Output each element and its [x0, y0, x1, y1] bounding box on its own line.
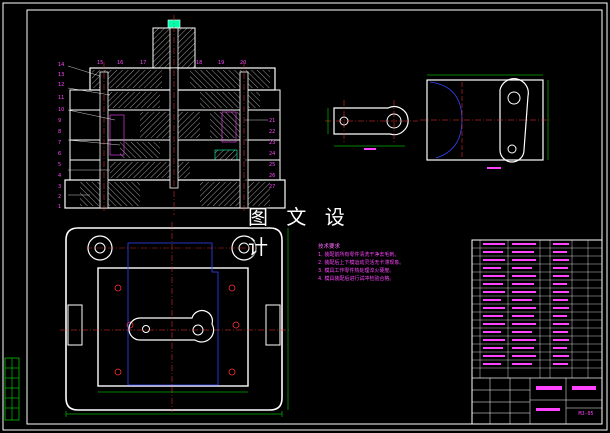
part-number-left-9: 5: [58, 162, 61, 168]
inner-border: [26, 9, 603, 425]
part-number-top-1: 16: [117, 60, 123, 66]
part-number-left-5: 9: [58, 118, 61, 124]
part-number-left-4: 10: [58, 107, 64, 113]
part-number-left-13: 1: [58, 204, 61, 210]
part-number-left-12: 2: [58, 194, 61, 200]
technical-note-item: 2. 装配后上下模运动灵活无卡滞现象。: [318, 260, 405, 266]
part-number-top-2: 17: [140, 60, 146, 66]
part-number-left-3: 11: [58, 95, 64, 101]
part-number-left-0: 14: [58, 62, 64, 68]
part-number-left-11: 3: [58, 184, 61, 190]
part-number-top-5: 20: [240, 60, 246, 66]
part-number-left-10: 4: [58, 173, 61, 179]
part-number-left-2: 12: [58, 82, 64, 88]
part-number-left-6: 8: [58, 129, 61, 135]
part-number-top-0: 15: [97, 60, 103, 66]
bill-of-materials: [471, 239, 603, 425]
part-number-right-4: 25: [269, 162, 275, 168]
part-detail-view: [325, 100, 418, 150]
part-number-right-1: 22: [269, 129, 275, 135]
part-number-right-6: 27: [269, 184, 275, 190]
technical-note-item: 4. 模具装配后进行试冲检验合格。: [318, 276, 395, 282]
part-number-left-7: 7: [58, 140, 61, 146]
technical-notes: 技术要求 1. 装配前所有零件清洗干净去毛刺。 2. 装配后上下模运动灵活无卡滞…: [318, 243, 468, 283]
part-number-right-2: 23: [269, 140, 275, 146]
technical-note-item: 1. 装配前所有零件清洗干净去毛刺。: [318, 252, 400, 258]
technical-notes-title: 技术要求: [318, 244, 341, 250]
part-number-top-4: 19: [218, 60, 224, 66]
binding-strip: [4, 357, 20, 421]
plan-view: [60, 222, 290, 417]
part-number-right-0: 21: [269, 118, 275, 124]
drawing-number: MJ-05: [578, 411, 594, 417]
part-number-left-1: 13: [58, 72, 64, 78]
part-number-left-8: 6: [58, 151, 61, 157]
strip-layout-view: [420, 74, 552, 169]
part-number-top-3: 18: [196, 60, 202, 66]
part-number-right-3: 24: [269, 151, 275, 157]
front-section-view: 14 13 12 11 10 9 8 7 6 5 4 3 2 1 15 16 1…: [58, 15, 286, 215]
part-number-right-5: 26: [269, 173, 275, 179]
technical-note-item: 3. 模具工作零件热处理淬火硬度。: [318, 268, 395, 274]
watermark: 图 文 设 计: [248, 205, 351, 259]
